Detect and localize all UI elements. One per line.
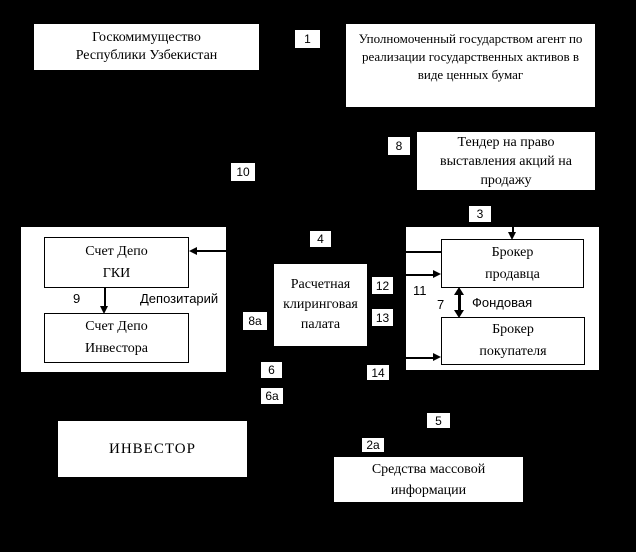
flow-tag-2a: 2а	[362, 438, 384, 452]
arrow-down-icon	[100, 306, 108, 314]
gki-box: Госкомимущество Республики Узбекистан	[33, 23, 260, 71]
arrow-line	[197, 250, 226, 252]
box-text-line: Средства массовой	[371, 461, 486, 477]
investor-box: ИНВЕСТОР	[57, 420, 248, 478]
buyer-broker-box: Брокер покупателя	[441, 317, 585, 365]
box-text-line: Счет Депо	[85, 319, 148, 334]
box-text-line: Инвестора	[84, 341, 149, 356]
clearing-house-box: Расчетная клиринговая палата	[273, 263, 368, 347]
arrow-down-icon	[454, 310, 464, 318]
box-text-line: реализации государственных активов в	[361, 49, 580, 64]
flow-tag-6a: 6а	[261, 388, 283, 404]
arrow-line	[104, 288, 106, 307]
box-text-line: виде ценных бумаг	[417, 67, 524, 82]
box-text-line: Расчетная	[290, 277, 351, 292]
arrow-line	[512, 227, 514, 233]
stock-exchange-container-box: Брокер продавца Брокер покупателя Фондов…	[406, 227, 599, 370]
flow-tag-12: 12	[372, 277, 393, 294]
arrow-left-icon	[189, 247, 197, 255]
flow-tag-14: 14	[367, 365, 389, 380]
mass-media-box: Средства массовой информации	[333, 456, 524, 503]
state-agent-box: Уполномоченный государством агент по реа…	[345, 23, 596, 108]
box-text-line: клиринговая	[283, 297, 358, 312]
flow-tag-6: 6	[261, 362, 282, 378]
box-text-line: информации	[390, 482, 467, 498]
arrow-right-icon	[433, 353, 441, 361]
arrow-line	[458, 294, 461, 311]
depositary-container-box: Счет Депо ГКИ Счет Депо Инвестора Депози…	[21, 227, 226, 372]
box-text-line: Тендер на право	[457, 134, 555, 150]
tender-box: Тендер на право выставления акций на про…	[416, 131, 596, 191]
arrow-down-icon	[508, 232, 516, 240]
flow-number-9: 9	[73, 291, 81, 306]
box-text-line: Брокер	[492, 322, 534, 337]
flow-number-11: 11	[413, 283, 427, 298]
arrow-line	[406, 251, 441, 253]
flow-tag-13: 13	[372, 309, 393, 326]
box-text-line: ГКИ	[102, 265, 131, 281]
flow-tag-3: 3	[469, 206, 491, 222]
box-text-line: Брокер	[491, 244, 534, 260]
box-text-line: Счет Депо	[85, 243, 148, 259]
flow-number-7: 7	[437, 297, 445, 312]
stock-exchange-label: Фондовая	[472, 295, 533, 310]
box-text-line: выставления акций на	[440, 153, 572, 169]
investor-depo-account-box: Счет Депо Инвестора	[44, 313, 189, 363]
box-text-line: продажу	[480, 172, 532, 188]
box-text-line: Республики Узбекистан	[75, 48, 218, 63]
arrow-line	[406, 274, 433, 276]
box-text-line: ИНВЕСТОР	[109, 441, 196, 457]
box-text-line: продавца	[485, 266, 540, 282]
flow-tag-8: 8	[388, 137, 410, 155]
flow-tag-10: 10	[231, 163, 255, 181]
arrow-line	[406, 357, 433, 359]
box-text-line: Госкомимущество	[92, 30, 201, 45]
depositary-label: Депозитарий	[140, 291, 219, 306]
flow-tag-8a: 8а	[243, 312, 267, 330]
gki-depo-account-box: Счет Депо ГКИ	[44, 237, 189, 288]
flow-tag-5: 5	[427, 413, 450, 428]
flow-tag-4: 4	[310, 231, 331, 247]
flow-tag-1: 1	[295, 30, 320, 48]
box-text-line: палата	[300, 317, 341, 332]
box-text-line: Уполномоченный государством агент по	[358, 31, 583, 46]
box-text-line: покупателя	[479, 344, 547, 359]
seller-broker-box: Брокер продавца	[441, 239, 584, 288]
arrow-up-icon	[454, 287, 464, 295]
arrow-right-icon	[433, 270, 441, 278]
